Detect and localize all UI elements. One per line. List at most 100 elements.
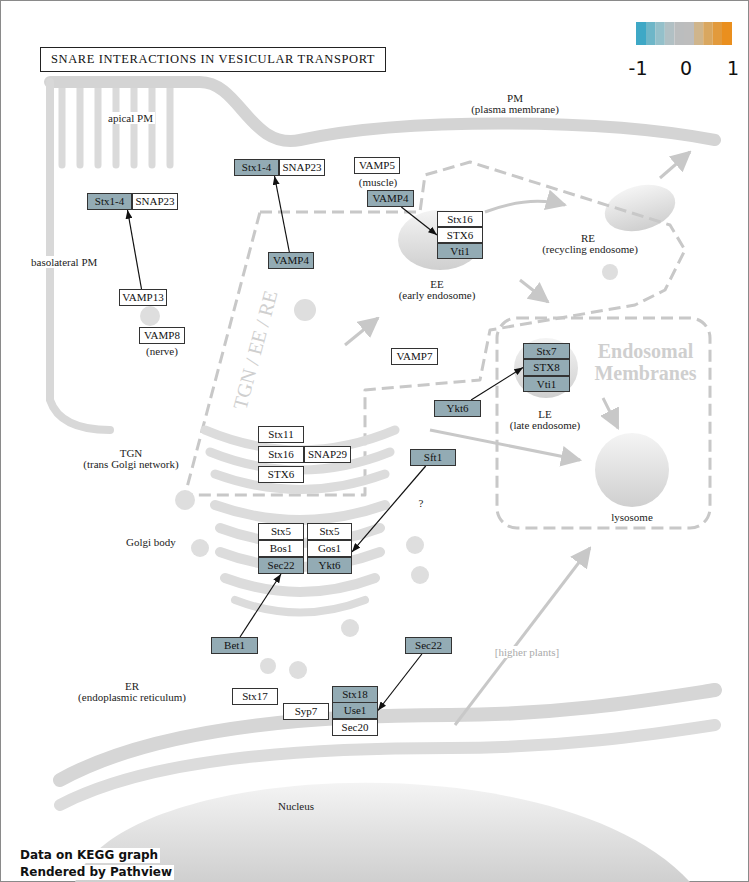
region-label: PM — [507, 92, 523, 104]
gene-box: Sec20 — [332, 719, 378, 736]
gene-label: Stx16 — [268, 448, 294, 461]
vesicle — [175, 490, 195, 510]
region-label: LE — [538, 408, 551, 420]
gene-label: Sec20 — [342, 721, 369, 734]
vesicle — [411, 566, 429, 584]
flow-arrow — [485, 201, 565, 212]
region-label: (nerve) — [146, 345, 178, 357]
gene-label: Stx1-4 — [242, 161, 271, 174]
gene-label: Stx17 — [242, 690, 268, 703]
vesicle — [289, 661, 307, 679]
gene-label: SNAP29 — [308, 448, 347, 461]
microvillus — [95, 84, 102, 165]
interaction-arrow — [128, 210, 142, 289]
gene-box: VAMP4 — [367, 190, 414, 207]
gene-box: Stx18 — [332, 686, 378, 703]
gene-box: Bet1 — [211, 637, 258, 654]
scale-segment — [684, 22, 694, 45]
gene-label: Stx11 — [268, 428, 293, 441]
gene-box: Stx16 — [258, 446, 304, 463]
microvillus — [113, 84, 120, 165]
gene-label: Gos1 — [318, 542, 341, 555]
interaction-arrow — [352, 466, 426, 552]
cisterna — [235, 600, 365, 613]
microvillus — [149, 84, 156, 165]
flow-arrows — [345, 152, 690, 725]
endosomal-region — [497, 318, 710, 528]
microvillus — [77, 84, 84, 165]
gene-label: STX6 — [268, 468, 294, 481]
gene-label: VAMP7 — [397, 350, 433, 363]
flow-arrow — [455, 548, 590, 725]
flow-arrow — [660, 152, 690, 178]
gene-label: Vti1 — [537, 378, 557, 391]
flow-arrow — [603, 398, 618, 428]
gene-box: Vti1 — [437, 243, 483, 259]
gene-label: STX6 — [447, 229, 473, 242]
gene-box: Sec22 — [258, 557, 304, 574]
region-label: TGN — [120, 447, 143, 459]
gene-label: VAMP4 — [273, 254, 309, 267]
legend-label: -1 — [629, 57, 648, 79]
scale-segment — [674, 22, 684, 45]
gene-box: Stx7 — [523, 343, 570, 359]
gene-box: Stx11 — [258, 426, 304, 443]
region-label: [higher plants] — [493, 646, 561, 658]
flow-arrow — [345, 318, 378, 345]
interaction-arrow — [401, 207, 437, 235]
cisterna — [215, 505, 385, 520]
golgi-stack — [205, 430, 395, 613]
microvillus — [167, 84, 174, 165]
gene-label: Ykt6 — [447, 402, 469, 415]
gene-box: Vti1 — [523, 376, 570, 392]
legend-label: 1 — [727, 57, 739, 79]
flow-arrow — [520, 280, 548, 302]
scale-segment — [636, 22, 646, 45]
scale-segment — [722, 22, 732, 45]
vesicle — [602, 264, 618, 280]
scale-segment — [646, 22, 656, 45]
gene-label: Sec22 — [415, 639, 442, 652]
gene-label: Sft1 — [424, 451, 442, 464]
legend-label: 0 — [680, 57, 692, 79]
gene-label: VAMP13 — [122, 291, 163, 304]
vesicle — [191, 539, 209, 557]
microvilli — [62, 84, 170, 165]
gene-box: VAMP13 — [119, 289, 167, 306]
region-label: (plasma membrane) — [471, 103, 559, 115]
gene-label: Sec22 — [268, 559, 295, 572]
gene-box: Bos1 — [258, 540, 304, 557]
gene-box: VAMP5 — [354, 157, 400, 174]
gene-label: STX8 — [533, 361, 559, 374]
region-label: apical PM — [106, 112, 155, 124]
gene-label: Syp7 — [295, 705, 318, 718]
region-label: basolateral PM — [29, 256, 99, 268]
region-label: (late endosome) — [510, 419, 581, 431]
gene-label: Vti1 — [450, 245, 470, 258]
interaction-arrow — [378, 654, 422, 711]
gene-box: SNAP29 — [304, 446, 351, 463]
microvillus — [131, 84, 138, 165]
gene-label: Stx1-4 — [95, 195, 124, 208]
gene-box: Use1 — [332, 702, 378, 719]
lysosome — [595, 433, 669, 507]
gene-label: Stx5 — [319, 525, 339, 538]
region-label: (recycling endosome) — [542, 243, 638, 255]
recycling-endosome — [600, 177, 681, 238]
gene-label: VAMP4 — [373, 192, 409, 205]
gene-box: Gos1 — [307, 540, 352, 557]
gene-box: Stx17 — [232, 688, 278, 705]
gene-label: Stx16 — [447, 213, 473, 226]
scale-segment — [665, 22, 675, 45]
gene-box: Stx1-4 — [234, 159, 279, 176]
gene-box: SNAP23 — [132, 193, 178, 210]
gene-label: Bos1 — [270, 542, 293, 555]
gene-box: VAMP8 — [139, 327, 185, 344]
gene-label: VAMP8 — [144, 329, 180, 342]
region-label: (trans Golgi network) — [83, 458, 178, 470]
credit-note: Rendered by Pathview — [18, 865, 174, 880]
gene-box: Sft1 — [410, 449, 456, 466]
tgn-ee-re-region — [185, 162, 685, 495]
